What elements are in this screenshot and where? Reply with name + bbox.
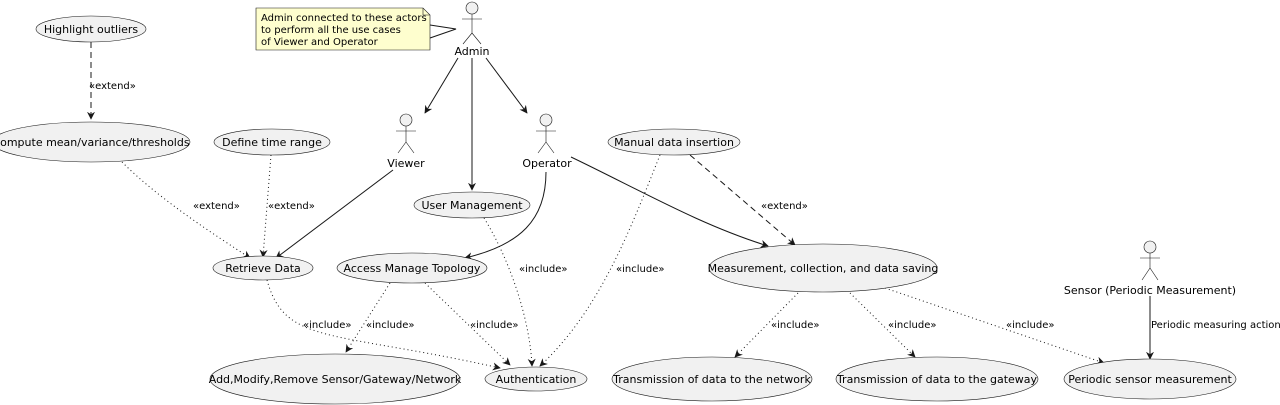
note-line-2: to perform all the use cases (261, 25, 401, 36)
use-case-user-management[interactable]: User Management (413, 191, 531, 219)
use-case-highlight-outliers-label: Highlight outliers (44, 23, 139, 36)
actor-admin-head (465, 1, 479, 15)
edge-include-tx-network (734, 292, 799, 358)
edge-note-admin (429, 24, 457, 39)
use-case-retrieve-data[interactable]: Retrieve Data (212, 255, 314, 281)
actor-sensor-head (1143, 240, 1157, 254)
edge-operator-topology (464, 171, 547, 261)
actor-operator-label: Operator (522, 157, 572, 170)
label-include-topo-auth: «include» (470, 320, 518, 331)
note-fold (422, 8, 430, 16)
note-shape (255, 7, 431, 51)
actor-admin-label: Admin (454, 45, 489, 58)
actor-operator-body (536, 126, 556, 154)
use-case-define-time-range[interactable]: Define time range (213, 128, 331, 156)
use-case-manual-data-insertion-label: Manual data insertion (614, 136, 734, 149)
label-include-tx-network: «include» (771, 320, 819, 331)
actor-sensor[interactable]: Sensor (Periodic Measurement) (1064, 240, 1236, 297)
edge-operator-measurement (570, 156, 769, 248)
use-case-add-modify-remove-label: Add,Modify,Remove Sensor/Gateway/Network (209, 373, 462, 386)
actor-sensor-body (1140, 253, 1160, 281)
edge-extend-compute (121, 161, 251, 259)
use-case-authentication[interactable]: Authentication (484, 366, 588, 392)
use-case-compute-stats-label: Compute mean/variance/thresholds (0, 136, 190, 149)
use-case-tx-gateway-label: Transmission of data to the gateway (836, 373, 1038, 386)
edge-labels: «extend» «extend» «extend» «extend» «inc… (89, 81, 1280, 331)
edge-admin-operator (485, 57, 528, 114)
use-case-tx-gateway[interactable]: Transmission of data to the gateway (835, 356, 1039, 402)
use-case-authentication-label: Authentication (496, 373, 577, 386)
use-case-tx-network[interactable]: Transmission of data to the network (611, 356, 813, 402)
edge-viewer-retrieve (275, 169, 394, 259)
edges (87, 24, 1154, 371)
edge-include-periodic (884, 287, 1105, 365)
note-line-3: of Viewer and Operator (261, 37, 379, 48)
edge-include-tx-gateway (849, 292, 916, 358)
label-include-periodic: «include» (1006, 320, 1054, 331)
use-case-measurement[interactable]: Measurement, collection, and data saving (708, 243, 939, 293)
label-periodic-action: Periodic measuring action (1151, 320, 1280, 331)
edge-include-usermgmt-auth (483, 217, 536, 367)
actor-viewer-head (399, 113, 413, 127)
actor-viewer[interactable]: Viewer (387, 113, 425, 170)
use-case-manual-data-insertion[interactable]: Manual data insertion (607, 128, 741, 156)
label-include-usermgmt: «include» (519, 264, 567, 275)
actor-viewer-label: Viewer (387, 157, 425, 170)
use-case-measurement-label: Measurement, collection, and data saving (708, 262, 939, 275)
label-include-manual: «include» (616, 264, 664, 275)
use-case-access-manage-topology[interactable]: Access Manage Topology (336, 252, 488, 284)
label-extend-outliers: «extend» (89, 81, 136, 92)
use-case-periodic-measurement[interactable]: Periodic sensor measurement (1063, 358, 1237, 400)
use-case-user-management-label: User Management (421, 199, 523, 212)
label-extend-timerange: «extend» (268, 201, 315, 212)
note-admin: Admin connected to these actors to perfo… (255, 7, 431, 51)
actor-viewer-body (396, 126, 416, 154)
edge-extend-manual (689, 154, 796, 246)
actor-admin[interactable]: Admin (454, 1, 490, 58)
use-case-highlight-outliers[interactable]: Highlight outliers (35, 15, 147, 43)
actor-sensor-label: Sensor (Periodic Measurement) (1064, 284, 1236, 297)
actor-operator[interactable]: Operator (522, 113, 572, 170)
label-include-topo-add: «include» (366, 320, 414, 331)
use-case-add-modify-remove[interactable]: Add,Modify,Remove Sensor/Gateway/Network (209, 353, 462, 405)
note-line-1: Admin connected to these actors (261, 13, 427, 24)
label-extend-compute: «extend» (193, 201, 240, 212)
actor-operator-head (539, 113, 553, 127)
edge-include-manual-auth (539, 154, 661, 367)
use-case-compute-stats[interactable]: Compute mean/variance/thresholds (0, 121, 191, 163)
label-extend-manual: «extend» (761, 201, 808, 212)
use-case-tx-network-label: Transmission of data to the network (612, 373, 811, 386)
edge-include-topo-add (345, 282, 391, 353)
label-include-retrieve: «include» (303, 320, 351, 331)
use-case-define-time-range-label: Define time range (222, 136, 322, 149)
label-include-tx-gateway: «include» (888, 320, 936, 331)
edge-admin-viewer (424, 57, 459, 114)
use-case-retrieve-data-label: Retrieve Data (225, 262, 301, 275)
actor-admin-body (462, 14, 482, 45)
use-case-periodic-measurement-label: Periodic sensor measurement (1068, 373, 1232, 386)
use-case-access-manage-topology-label: Access Manage Topology (344, 262, 481, 275)
